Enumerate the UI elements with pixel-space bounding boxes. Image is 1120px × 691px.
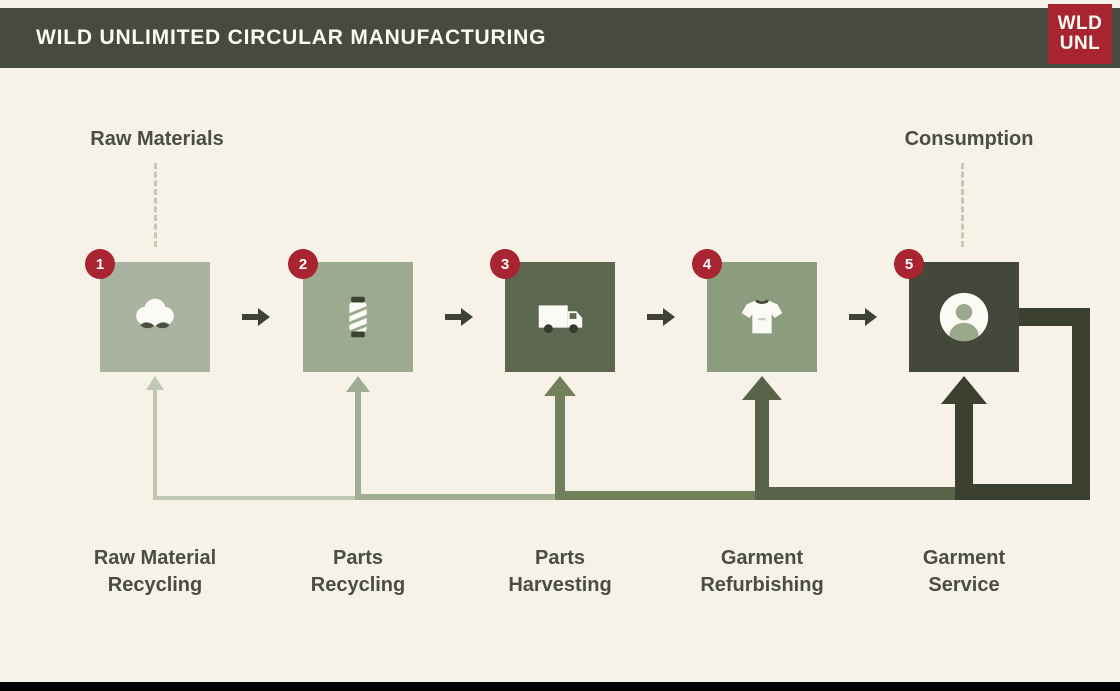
stage-square-raw-materials: 1: [85, 249, 210, 372]
consumption-label: Consumption: [904, 128, 1034, 150]
stage-number-badge: 1: [85, 249, 115, 279]
label-line: Parts: [332, 547, 384, 569]
return-line-segment: [555, 491, 765, 500]
truck-icon: [538, 305, 583, 333]
label-garment-refurbishing: Garment Refurbishing: [700, 545, 823, 599]
stage-square-parts: 2: [288, 249, 413, 372]
consumption-connector-line: [961, 163, 964, 247]
forward-arrow-icon: [647, 308, 675, 326]
return-line-stub: [1019, 308, 1072, 326]
stage-number-badge: 3: [490, 249, 520, 279]
label-line: Garment: [720, 547, 804, 569]
forward-arrow-icon: [849, 308, 877, 326]
stage-number-badge: 4: [692, 249, 722, 279]
thread-spool-icon: [347, 296, 369, 338]
return-line-segment: [153, 496, 358, 500]
label-line: Refurbishing: [700, 574, 824, 596]
label-parts-harvesting: Parts Harvesting: [508, 545, 611, 599]
label-line: Service: [928, 574, 1000, 596]
label-line: Recycling: [310, 574, 406, 596]
return-line-segment: [955, 484, 1090, 500]
stage-number-badge: 2: [288, 249, 318, 279]
label-raw-material-recycling: Raw Material Recycling: [94, 545, 216, 599]
footer-bar: [0, 682, 1120, 691]
stage-square-logistics: 3: [490, 249, 615, 372]
raw-materials-connector-line: [154, 163, 157, 247]
forward-arrow-icon: [242, 308, 270, 326]
stage-square-garment: 4: [692, 249, 817, 372]
tshirt-icon: [741, 299, 783, 334]
label-line: Raw Material: [93, 547, 217, 569]
page-title: WILD UNLIMITED CIRCULAR MANUFACTURING: [36, 26, 547, 49]
header-bar: WILD UNLIMITED CIRCULAR MANUFACTURING: [0, 8, 1120, 68]
label-line: Harvesting: [508, 574, 612, 596]
return-line-vertical: [1072, 308, 1090, 500]
stage-number-badge: 5: [894, 249, 924, 279]
stage-square-consumption: 5: [894, 249, 1019, 372]
label-line: Garment: [922, 547, 1006, 569]
cotton-boll-icon: [136, 298, 174, 329]
return-line-segment: [355, 494, 562, 500]
forward-arrow-icon: [445, 308, 473, 326]
label-line: Recycling: [107, 574, 203, 596]
person-icon: [939, 292, 989, 342]
brand-logo-line2: UNL: [1059, 33, 1101, 54]
label-parts-recycling: Parts Recycling: [311, 545, 405, 599]
return-line-segment: [755, 487, 969, 500]
brand-logo: WLD UNL: [1048, 4, 1112, 64]
label-line: Parts: [534, 547, 586, 569]
brand-logo-line1: WLD: [1057, 12, 1103, 34]
raw-materials-label: Raw Materials: [90, 128, 224, 150]
label-garment-service: Garment Service: [923, 545, 1005, 599]
